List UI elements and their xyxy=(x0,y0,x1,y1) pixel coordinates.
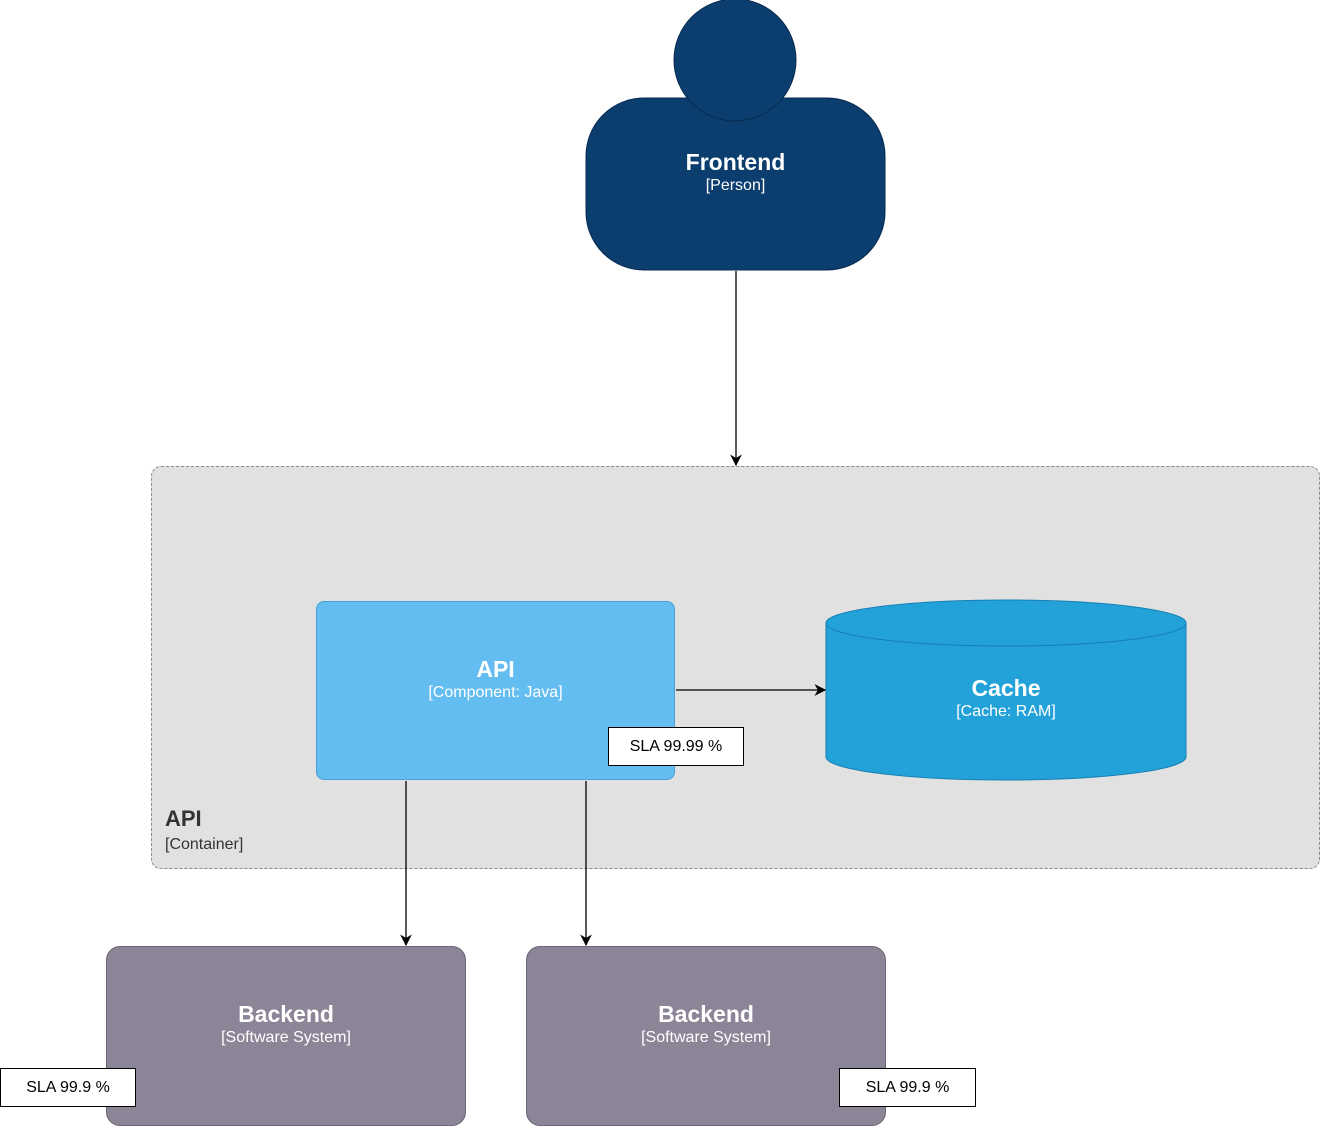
backend-2-label: Backend [Software System] xyxy=(526,1000,886,1048)
api-container-title: API xyxy=(165,806,202,831)
frontend-title: Frontend xyxy=(685,149,786,175)
backend-1-title: Backend xyxy=(238,1001,334,1027)
cache-cylinder-shape[interactable] xyxy=(825,599,1187,781)
backend-2-title: Backend xyxy=(658,1001,754,1027)
frontend-label: Frontend [Person] xyxy=(586,148,885,196)
cache-type: [Cache: RAM] xyxy=(956,703,1056,720)
api-container-type: [Container] xyxy=(165,836,244,853)
backend-1-type: [Software System] xyxy=(221,1029,351,1046)
cache-title: Cache xyxy=(971,675,1041,701)
api-component-title: API xyxy=(476,656,515,682)
backend-system-2[interactable] xyxy=(526,946,886,1126)
api-component-label: API [Component: Java] xyxy=(316,655,675,703)
api-component-type: [Component: Java] xyxy=(428,684,563,701)
backend-system-1[interactable] xyxy=(106,946,466,1126)
backend-2-sla-label: SLA 99.9 % xyxy=(839,1068,976,1107)
api-sla-label: SLA 99.99 % xyxy=(608,727,744,766)
frontend-type: [Person] xyxy=(705,177,766,194)
cache-label: Cache [Cache: RAM] xyxy=(826,674,1186,722)
backend-2-type: [Software System] xyxy=(641,1029,771,1046)
backend-1-sla-label: SLA 99.9 % xyxy=(0,1068,136,1107)
frontend-person-shape[interactable] xyxy=(585,0,886,271)
backend-1-label: Backend [Software System] xyxy=(106,1000,466,1048)
